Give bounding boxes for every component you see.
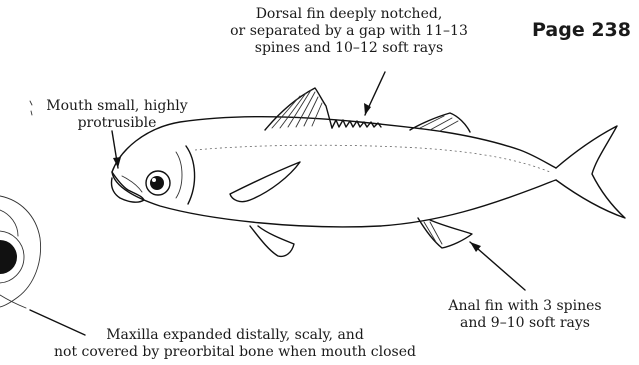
annotation-line: protrusible <box>32 115 202 132</box>
annotation-line: Anal fin with 3 spines <box>425 298 625 315</box>
pectoral-fin <box>230 162 300 202</box>
annotation-line: Maxilla expanded distally, scaly, and <box>40 327 430 344</box>
mouth-annotation: Mouth small, highly protrusible <box>32 98 202 132</box>
caudal-fin <box>556 126 625 218</box>
anal-fin <box>418 218 472 248</box>
anal-fin-annotation: Anal fin with 3 spines and 9–10 soft ray… <box>425 298 625 332</box>
annotation-line: Mouth small, highly <box>32 98 202 115</box>
annotation-line: or separated by a gap with 11–13 <box>209 23 489 40</box>
dorsal-fin-spiny <box>265 88 332 130</box>
annotation-line: and 9–10 soft rays <box>425 315 625 332</box>
dorsal-fin-annotation: Dorsal fin deeply notched, or separated … <box>209 6 489 57</box>
annotation-line: Dorsal fin deeply notched, <box>209 6 489 23</box>
annotation-line: not covered by preorbital bone when mout… <box>40 344 430 361</box>
maxilla-annotation: Maxilla expanded distally, scaly, and no… <box>40 327 430 361</box>
head-detail-inset <box>0 101 41 308</box>
fish-body-outline <box>112 117 556 227</box>
page-number: Page 238 <box>532 19 631 41</box>
pelvic-fin <box>250 226 294 256</box>
annotation-line: spines and 10–12 soft rays <box>209 40 489 57</box>
